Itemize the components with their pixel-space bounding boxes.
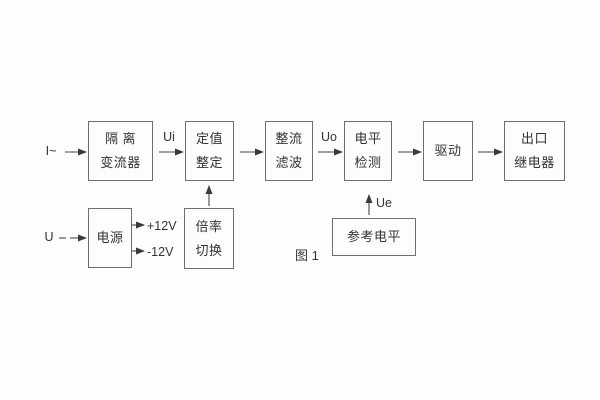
- block-label: 检测: [354, 155, 382, 170]
- label-minus12v: -12V: [147, 245, 174, 259]
- block-label: 定值: [195, 131, 223, 146]
- block-output-relay: 出口 继电器: [504, 121, 565, 181]
- figure-caption: 图 1: [295, 248, 319, 263]
- block-label: 继电器: [514, 155, 555, 170]
- block-drive: 驱动: [423, 121, 473, 181]
- block-label: 驱动: [434, 143, 462, 158]
- block-label: 出口: [520, 131, 548, 146]
- block-label: 切换: [195, 242, 223, 258]
- block-label: 电源: [96, 230, 124, 245]
- block-label: 电平: [354, 131, 382, 146]
- label-uo: Uo: [321, 130, 337, 144]
- block-label: 倍率: [195, 218, 223, 234]
- block-isolation-transformer: 隔 离 变流器: [88, 121, 153, 181]
- block-setpoint-adjust: 定值 整定: [185, 121, 234, 181]
- block-reference-level: 参考电平: [332, 218, 416, 256]
- block-power-supply: 电源: [88, 208, 132, 268]
- block-label: 整定: [195, 155, 223, 170]
- block-level-detect: 电平 检测: [344, 121, 392, 181]
- label-plus12v: +12V: [147, 219, 177, 233]
- label-ue: Ue: [376, 196, 392, 210]
- block-label: 变流器: [100, 155, 141, 170]
- block-label: 隔 离: [104, 131, 137, 146]
- block-label: 参考电平: [346, 229, 401, 244]
- label-input-current: I~: [45, 144, 57, 158]
- label-input-voltage: U: [44, 230, 54, 244]
- block-ratio-switch: 倍率 切换: [184, 208, 234, 269]
- label-ui: Ui: [163, 130, 175, 144]
- block-label: 滤波: [275, 155, 303, 170]
- block-label: 整流: [275, 131, 303, 146]
- block-rectifier-filter: 整流 滤波: [265, 121, 313, 181]
